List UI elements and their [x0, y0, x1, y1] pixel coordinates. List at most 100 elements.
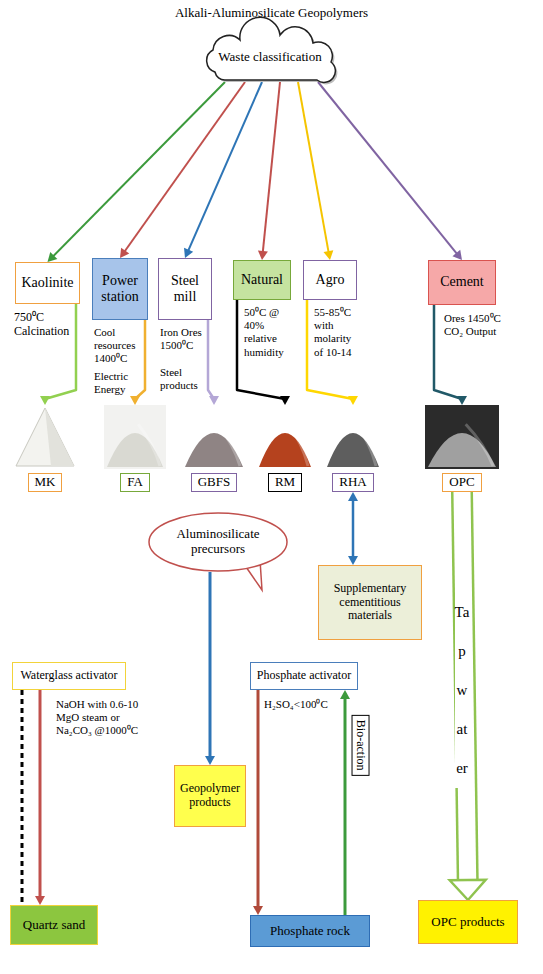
material-picture	[10, 405, 80, 469]
connector-line	[344, 697, 347, 915]
note-box: Supplementary cementitious materials	[318, 565, 422, 640]
arrow-head	[205, 756, 215, 765]
arrow-head	[323, 250, 333, 260]
picture-ground	[425, 405, 499, 469]
process-note: NaOH with 0.6-10 MgO steam or Na₂CO₃ @10…	[56, 698, 148, 738]
arrow-head	[130, 396, 140, 405]
connector-group	[450, 492, 486, 900]
node-text: Supplementary cementitious materials	[322, 582, 418, 623]
picture-ground	[104, 405, 166, 469]
connector-group	[298, 82, 333, 260]
activator-box: Phosphate activator	[250, 662, 358, 690]
arrow-head	[348, 396, 358, 405]
arrow-head	[457, 396, 467, 405]
connector-line	[209, 572, 212, 758]
bubble-shape	[149, 513, 287, 571]
sample-label: RHA	[332, 473, 373, 492]
category-box: Steel mill	[158, 258, 212, 320]
sample-label: FA	[120, 473, 150, 492]
connector-group	[130, 320, 145, 405]
connector-group	[205, 572, 215, 765]
pile-highlight	[356, 424, 376, 466]
arrow-head	[48, 252, 58, 262]
product-box: Quartz sand	[10, 905, 98, 945]
process-note: Ores 1450⁰C CO₂ Output	[444, 312, 504, 338]
connector-group	[318, 82, 462, 260]
sample-label: MK	[28, 473, 63, 492]
category-box: Natural	[233, 260, 291, 300]
product-box: Phosphate rock	[250, 915, 370, 947]
product-box: Geopolymer products	[174, 765, 246, 827]
powder-cone	[16, 408, 74, 466]
category-box: Agro	[303, 260, 357, 300]
arrow-head	[253, 906, 263, 915]
process-note: Cool resources 1400⁰C	[94, 326, 140, 366]
arrow-head	[209, 396, 219, 405]
node-text: Waterglass activator	[16, 669, 122, 683]
node-text: Waste classification	[213, 50, 327, 65]
material-sample: MK	[10, 405, 80, 492]
sample-label: RM	[268, 473, 302, 492]
connector-group	[348, 492, 358, 565]
material-sample: RM	[256, 405, 314, 492]
node-text: Phosphate rock	[254, 924, 366, 939]
connector-group	[340, 690, 350, 915]
connector-line	[21, 690, 24, 905]
pile-highlight	[288, 424, 308, 466]
process-note: 750⁰C Calcination	[14, 310, 72, 339]
connector-label: Tap water	[455, 593, 470, 788]
connector-line	[352, 499, 355, 558]
material-sample: OPC	[425, 405, 499, 492]
connector-label: Bio-action	[351, 715, 369, 776]
material-picture	[182, 405, 246, 469]
node-text: Cement	[432, 274, 492, 290]
connector-group	[120, 82, 245, 258]
connector-group	[208, 320, 219, 405]
material-picture	[256, 405, 314, 469]
material-picture	[324, 405, 382, 469]
connector-group	[35, 690, 45, 905]
material-sample: FA	[104, 405, 166, 492]
arrow-head	[452, 250, 462, 260]
node-text: Phosphate activator	[254, 669, 354, 683]
connector-line	[318, 82, 458, 255]
process-note: Electric Energy	[94, 370, 140, 396]
pile-highlight	[138, 424, 160, 466]
connector-group	[184, 82, 262, 258]
cone-shade	[45, 408, 74, 466]
arrow-head	[258, 251, 268, 260]
connector-line	[135, 320, 145, 399]
arrow-head	[280, 396, 290, 405]
connector-line	[257, 690, 260, 908]
connector-line	[208, 320, 214, 399]
node-text: OPC products	[422, 915, 514, 930]
node-text: Quartz sand	[14, 918, 94, 933]
connector-line	[298, 82, 329, 253]
connector-line	[188, 82, 262, 252]
connector-line	[45, 304, 76, 399]
node-text: Aluminosilicate precursors	[170, 527, 266, 557]
material-sample: RHA	[324, 405, 382, 492]
sample-label: OPC	[442, 473, 481, 492]
connector-line	[263, 82, 280, 253]
node-text: Natural	[237, 272, 287, 288]
diagram-title: Alkali-Aluminosilicate Geopolymers	[0, 5, 543, 21]
connector-group	[253, 690, 263, 915]
category-box: Kaolinite	[15, 262, 80, 304]
node-text: Kaolinite	[19, 275, 76, 291]
cloud-node: Waste classification	[195, 28, 345, 82]
arrow-head	[450, 880, 486, 900]
category-box: Cement	[428, 260, 496, 305]
connector-line	[39, 690, 42, 898]
category-box: Power station	[92, 258, 148, 320]
material-picture	[425, 405, 499, 469]
pile-highlight	[466, 424, 493, 466]
arrow-head	[340, 690, 350, 699]
arrow-head	[40, 396, 50, 405]
arrow-head	[120, 248, 129, 258]
activator-box: Waterglass activator	[12, 662, 126, 690]
material-picture	[104, 405, 166, 469]
material-sample: GBFS	[182, 405, 246, 492]
sample-label: GBFS	[191, 473, 238, 492]
